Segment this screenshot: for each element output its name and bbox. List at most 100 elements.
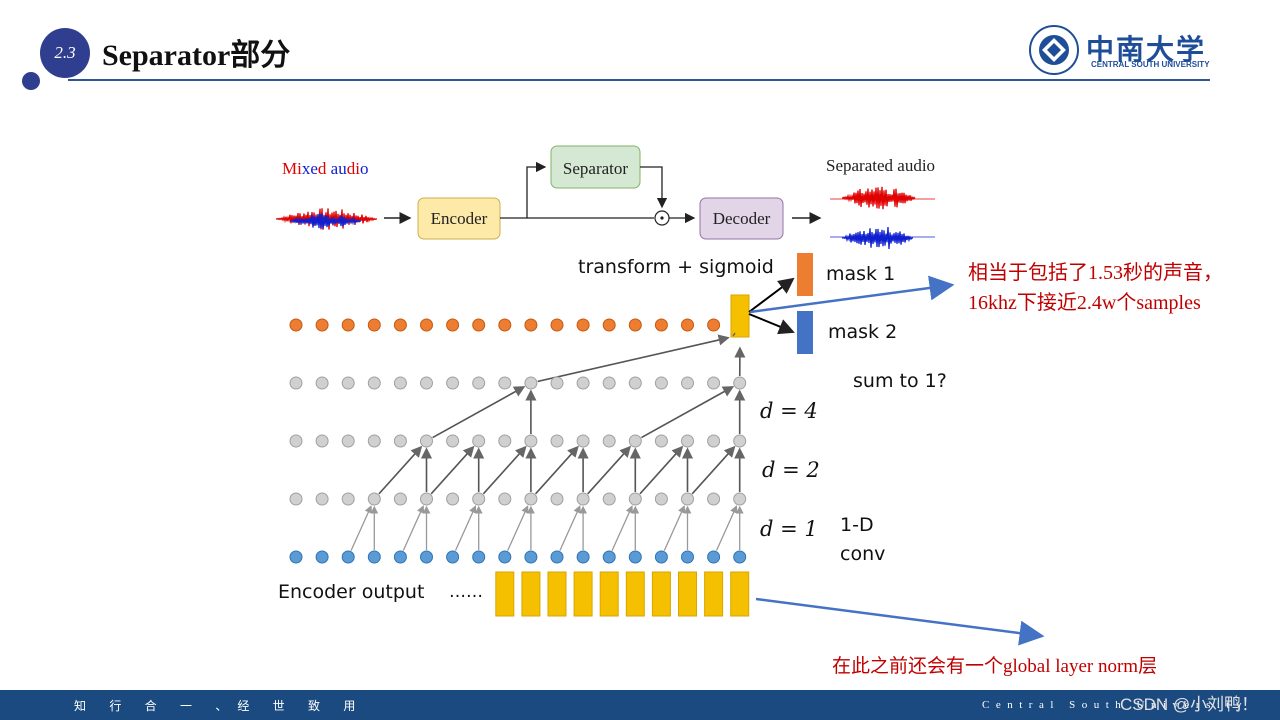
hidden-node-layer2 bbox=[446, 434, 460, 448]
hidden-node-layer3 bbox=[367, 376, 381, 390]
hidden-node-layer2 bbox=[289, 434, 303, 448]
hidden-node-layer1 bbox=[524, 492, 538, 506]
samples-note: 相当于包括了1.53秒的声音， 16khz下接近2.4w个samples bbox=[968, 258, 1223, 318]
hidden-node-layer1 bbox=[550, 492, 564, 506]
hidden-node-layer3 bbox=[341, 376, 355, 390]
encoder-output-bar bbox=[521, 571, 541, 617]
orange-output-node bbox=[446, 318, 460, 332]
university-name-en: CENTRAL SOUTH UNIVERSITY bbox=[1091, 60, 1210, 69]
orange-output-node bbox=[472, 318, 486, 332]
separator-label: Separator bbox=[562, 159, 629, 178]
orange-output-node bbox=[341, 318, 355, 332]
hidden-node-layer3 bbox=[393, 376, 407, 390]
arrow-separator-to-mult bbox=[640, 166, 668, 209]
input-node bbox=[498, 550, 512, 564]
encoder-output-bar bbox=[495, 571, 515, 617]
annotation-arrow-layernorm bbox=[755, 597, 1045, 646]
decoder-label: Decoder bbox=[712, 209, 771, 228]
hidden-node-layer2 bbox=[393, 434, 407, 448]
csdn-watermark: CSDN @小刘鸭！ bbox=[1120, 695, 1259, 714]
hidden-node-layer3 bbox=[472, 376, 486, 390]
orange-output-node bbox=[524, 318, 538, 332]
input-node bbox=[707, 550, 721, 564]
hidden-node-layer1 bbox=[498, 492, 512, 506]
hidden-node-layer1 bbox=[654, 492, 668, 506]
input-node bbox=[628, 550, 642, 564]
hidden-node-layer2 bbox=[654, 434, 668, 448]
hidden-node-layer1 bbox=[602, 492, 616, 506]
hidden-node-layer2 bbox=[550, 434, 564, 448]
hidden-node-layer2 bbox=[498, 434, 512, 448]
university-name-cn: 中南大学 bbox=[1086, 33, 1207, 66]
encoder-output-bar bbox=[599, 571, 619, 617]
hidden-node-layer2 bbox=[367, 434, 381, 448]
hidden-node-layer1 bbox=[707, 492, 721, 506]
encoder-output-bar bbox=[625, 571, 645, 617]
section-badge: 2.3 bbox=[40, 28, 90, 78]
hidden-node-layer3 bbox=[628, 376, 642, 390]
orange-output-node bbox=[289, 318, 303, 332]
encoder-output-bar bbox=[547, 571, 567, 617]
hidden-node-layer1 bbox=[367, 492, 381, 506]
hidden-node-layer2 bbox=[524, 434, 538, 448]
orange-output-node bbox=[681, 318, 694, 332]
hidden-node-layer2 bbox=[733, 434, 747, 448]
hidden-node-layer2 bbox=[576, 434, 590, 448]
encoder-output-bars bbox=[495, 571, 750, 617]
conv-label: 1-D conv bbox=[840, 511, 885, 569]
orange-output-node bbox=[315, 318, 329, 332]
input-node bbox=[602, 550, 616, 564]
hidden-node-layer3 bbox=[733, 376, 747, 390]
slide-title: Separator部分 bbox=[102, 39, 291, 72]
hidden-node-layer1 bbox=[446, 492, 460, 506]
hidden-node-layer1 bbox=[472, 492, 486, 506]
orange-output-node bbox=[602, 318, 616, 332]
hidden-node-layer1 bbox=[576, 492, 590, 506]
transform-output-bar bbox=[730, 294, 750, 338]
hidden-node-layer3 bbox=[654, 376, 668, 390]
network-nodes bbox=[289, 318, 747, 564]
input-node bbox=[654, 550, 668, 564]
orange-output-node bbox=[498, 318, 512, 332]
input-node bbox=[524, 550, 538, 564]
input-node bbox=[576, 550, 590, 564]
hidden-node-layer3 bbox=[420, 376, 433, 390]
footer-university: Central South University bbox=[982, 699, 1248, 711]
dilation-2-label: d = 2 bbox=[762, 458, 820, 482]
input-node bbox=[733, 550, 747, 564]
university-seal-icon bbox=[1029, 25, 1079, 75]
orange-output-node bbox=[367, 318, 381, 332]
orange-output-node bbox=[628, 318, 642, 332]
encoder-output-bar bbox=[651, 571, 671, 617]
hidden-node-layer3 bbox=[289, 376, 303, 390]
input-node bbox=[367, 550, 381, 564]
separated-audio-label: Separated audio bbox=[826, 156, 936, 175]
orange-output-node bbox=[707, 318, 721, 332]
input-node bbox=[315, 550, 329, 564]
hidden-node-layer3 bbox=[315, 376, 329, 390]
mixed-audio-label: Mixed audio bbox=[282, 159, 369, 178]
input-node bbox=[550, 550, 564, 564]
hidden-node-layer2 bbox=[315, 434, 329, 448]
orange-output-node bbox=[576, 318, 590, 332]
encoder-label: Encoder bbox=[430, 209, 488, 228]
badge-dot bbox=[22, 72, 40, 90]
transform-sigmoid-label: transform + sigmoid bbox=[578, 256, 774, 278]
hidden-node-layer2 bbox=[420, 434, 433, 448]
hidden-node-layer1 bbox=[289, 492, 303, 506]
input-node bbox=[446, 550, 460, 564]
dilation-4-label: d = 4 bbox=[760, 399, 818, 423]
conv-label-line2: conv bbox=[840, 543, 886, 565]
hidden-node-layer3 bbox=[707, 376, 721, 390]
arrow-encoder-to-separator bbox=[500, 161, 547, 219]
ellipsis-label: …… bbox=[449, 582, 483, 602]
hidden-node-layer1 bbox=[628, 492, 642, 506]
conv-edges-layer1 bbox=[350, 505, 744, 551]
arrow-to-mask2 bbox=[748, 313, 795, 335]
orange-output-node bbox=[550, 318, 564, 332]
hidden-node-layer1 bbox=[733, 492, 747, 506]
hidden-node-layer1 bbox=[341, 492, 355, 506]
orange-output-node bbox=[393, 318, 407, 332]
samples-note-line2: 16khz下接近2.4w个samples bbox=[968, 292, 1201, 314]
